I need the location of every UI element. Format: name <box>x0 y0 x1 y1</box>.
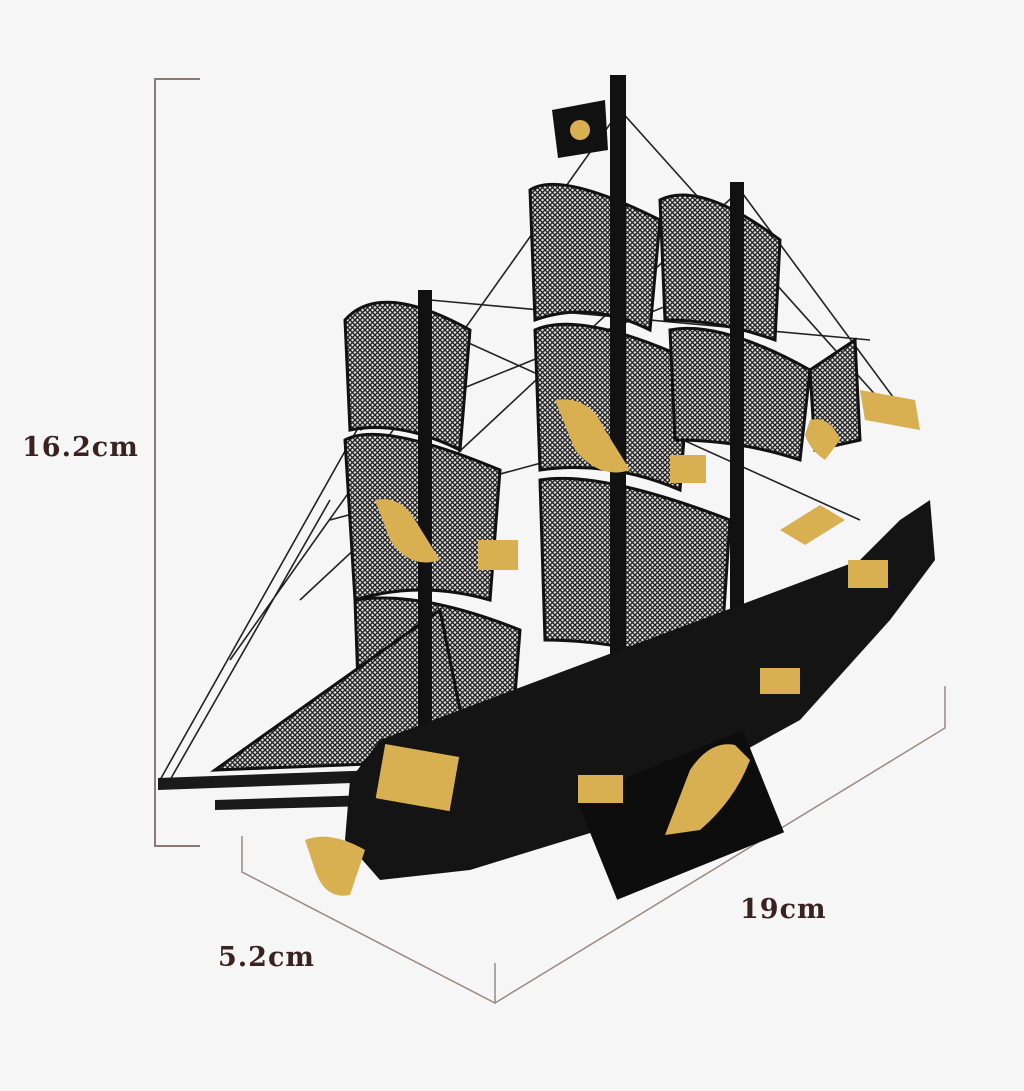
depth-dimension-line <box>241 836 496 1005</box>
width-label: 5.2cm <box>218 942 315 973</box>
length-dimension-line <box>494 686 946 1004</box>
ship-model <box>158 75 935 900</box>
bowsprit <box>158 770 380 810</box>
gold-ornaments <box>305 390 920 896</box>
hull <box>345 500 935 880</box>
sails <box>210 182 862 772</box>
height-label: 16.2cm <box>22 432 139 463</box>
height-dimension-line <box>154 78 200 847</box>
masts <box>418 75 744 760</box>
length-label: 19cm <box>740 894 827 925</box>
